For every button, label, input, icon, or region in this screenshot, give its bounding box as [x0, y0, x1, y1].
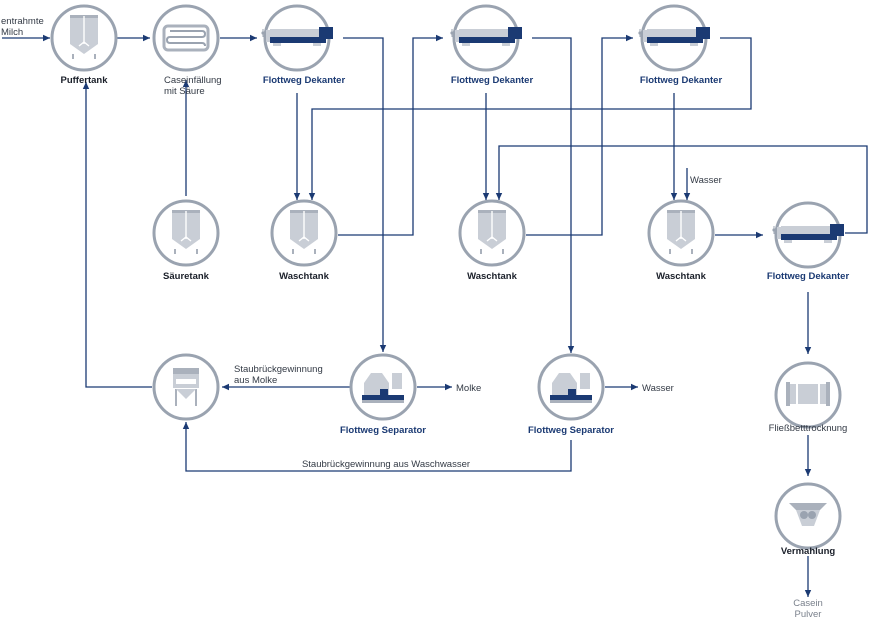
decanter-1-label: Flottweg Dekanter — [263, 75, 346, 86]
input-label-1: entrahmte — [1, 16, 44, 27]
powder-recovery-icon — [173, 368, 199, 406]
water-in-label: Wasser — [690, 175, 722, 186]
mill-node — [774, 482, 842, 550]
decanter-4-node — [771, 201, 845, 269]
flow-decanter2-separator2 — [532, 37, 575, 353]
decanter-2-label: Flottweg Dekanter — [451, 75, 534, 86]
separator-1-label: Flottweg Separator — [340, 425, 426, 436]
output-label-2: Pulver — [795, 609, 822, 619]
wash-tank-2-node — [458, 199, 526, 267]
casein-precip-label-1: Caseinfällung — [164, 75, 222, 86]
flow-wash2-decanter3 — [526, 34, 633, 236]
decanter-4-label: Flottweg Dekanter — [767, 271, 850, 282]
separator-2-node — [537, 353, 605, 421]
decanter-1-node — [260, 4, 334, 72]
casein-precip-label-2: mit Säure — [164, 86, 205, 97]
casein-precipitation-node — [152, 4, 220, 72]
separator-icon — [550, 373, 592, 403]
water-out-label: Wasser — [642, 383, 674, 394]
powder-wash-label: Staubrückgewinnung aus Waschwasser — [302, 459, 470, 470]
wash-tank-3-node — [647, 199, 715, 267]
buffertank-node — [50, 4, 118, 72]
flow-decanter1-separator1 — [343, 37, 387, 352]
whey-out-label: Molke — [456, 383, 481, 394]
powder-recovery-node — [152, 353, 220, 421]
powder-whey-label-1: Staubrückgewinnung — [234, 364, 323, 375]
wash-tank-1-label: Waschtank — [279, 271, 330, 282]
separator-1-node — [349, 353, 417, 421]
acid-tank-label: Säuretank — [163, 271, 210, 282]
flow-decanter4-return-wash2 — [495, 145, 868, 234]
flow-decanter3-return-wash1 — [308, 37, 752, 200]
milling-label: Vermahlung — [781, 546, 836, 557]
wash-tank-1-node — [270, 199, 338, 267]
wash-tank-3-label: Waschtank — [656, 271, 707, 282]
buffertank-label: Puffertank — [61, 75, 109, 86]
input-label-2: Milch — [1, 27, 23, 38]
decanter-3-node — [637, 4, 711, 72]
separator-icon — [362, 373, 404, 403]
heat-exchanger-icon — [162, 24, 210, 52]
output-label-1: Casein — [793, 598, 823, 609]
fluid-bed-dryer-node — [774, 361, 842, 429]
flow-powder-buffer — [82, 82, 152, 388]
acid-tank-node — [152, 199, 220, 267]
wash-tank-2-label: Waschtank — [467, 271, 518, 282]
dryer-icon — [786, 382, 830, 406]
decanter-3-label: Flottweg Dekanter — [640, 75, 723, 86]
fluid-bed-label: Fließbetttrocknung — [769, 423, 848, 434]
flow-wash1-decanter2 — [338, 34, 443, 236]
separator-2-label: Flottweg Separator — [528, 425, 614, 436]
powder-whey-label-2: aus Molke — [234, 375, 277, 386]
mill-icon — [789, 503, 827, 526]
flow-separator2-powder — [182, 422, 572, 472]
decanter-2-node — [449, 4, 523, 72]
